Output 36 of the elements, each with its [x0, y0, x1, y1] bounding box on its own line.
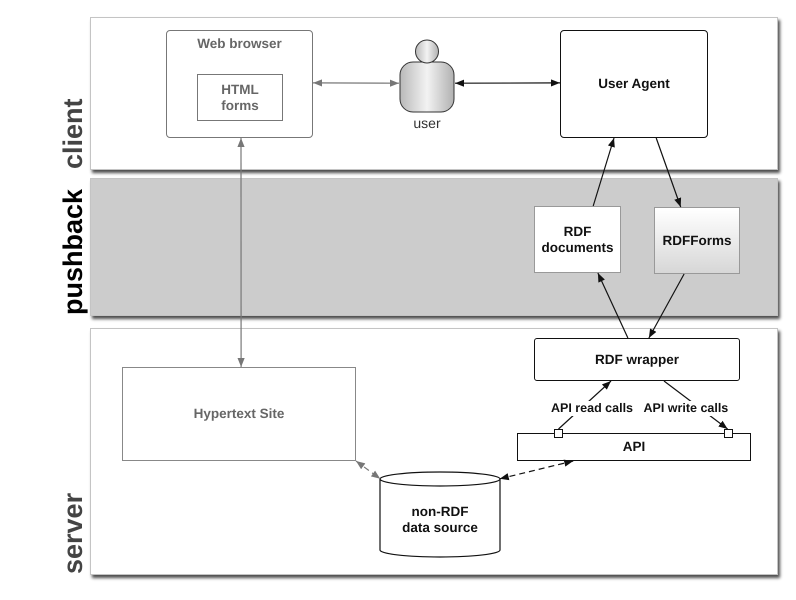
node-label: RDF documents — [540, 224, 614, 256]
process-box — [197, 74, 283, 121]
node-label: RDF wrapper — [594, 352, 679, 368]
arrow — [455, 79, 560, 87]
arrow — [648, 274, 685, 338]
process-box — [166, 30, 313, 138]
lane-label: client — [57, 98, 89, 169]
port-square — [554, 429, 563, 438]
node-label: non-RDF data source — [401, 504, 479, 536]
arrow — [356, 460, 381, 480]
node-label: User Agent — [598, 76, 670, 92]
process-box — [534, 206, 621, 273]
lane-label: server — [57, 492, 89, 574]
port-square — [724, 429, 733, 438]
process-box — [534, 338, 740, 381]
arrow — [558, 380, 612, 430]
arrow — [597, 272, 628, 338]
node-label: HTML forms — [220, 82, 260, 114]
lane-label: pushback — [57, 188, 89, 315]
edge-label: API read calls — [550, 400, 634, 416]
edge-label: API write calls — [642, 400, 730, 416]
process-box — [560, 30, 708, 138]
process-box — [122, 367, 356, 461]
arrow — [592, 138, 615, 206]
node-label: Hypertext Site — [194, 406, 284, 422]
node-label: RDFForms — [662, 232, 732, 248]
arrow — [656, 138, 682, 208]
node-label: API — [622, 439, 646, 455]
arrow — [500, 460, 574, 480]
arrow — [313, 79, 399, 87]
arrow — [664, 380, 728, 430]
person-label: user — [412, 115, 442, 131]
node-label: Web browser — [197, 36, 282, 52]
arrow — [237, 138, 245, 367]
process-box — [654, 207, 740, 274]
process-box — [517, 433, 751, 461]
